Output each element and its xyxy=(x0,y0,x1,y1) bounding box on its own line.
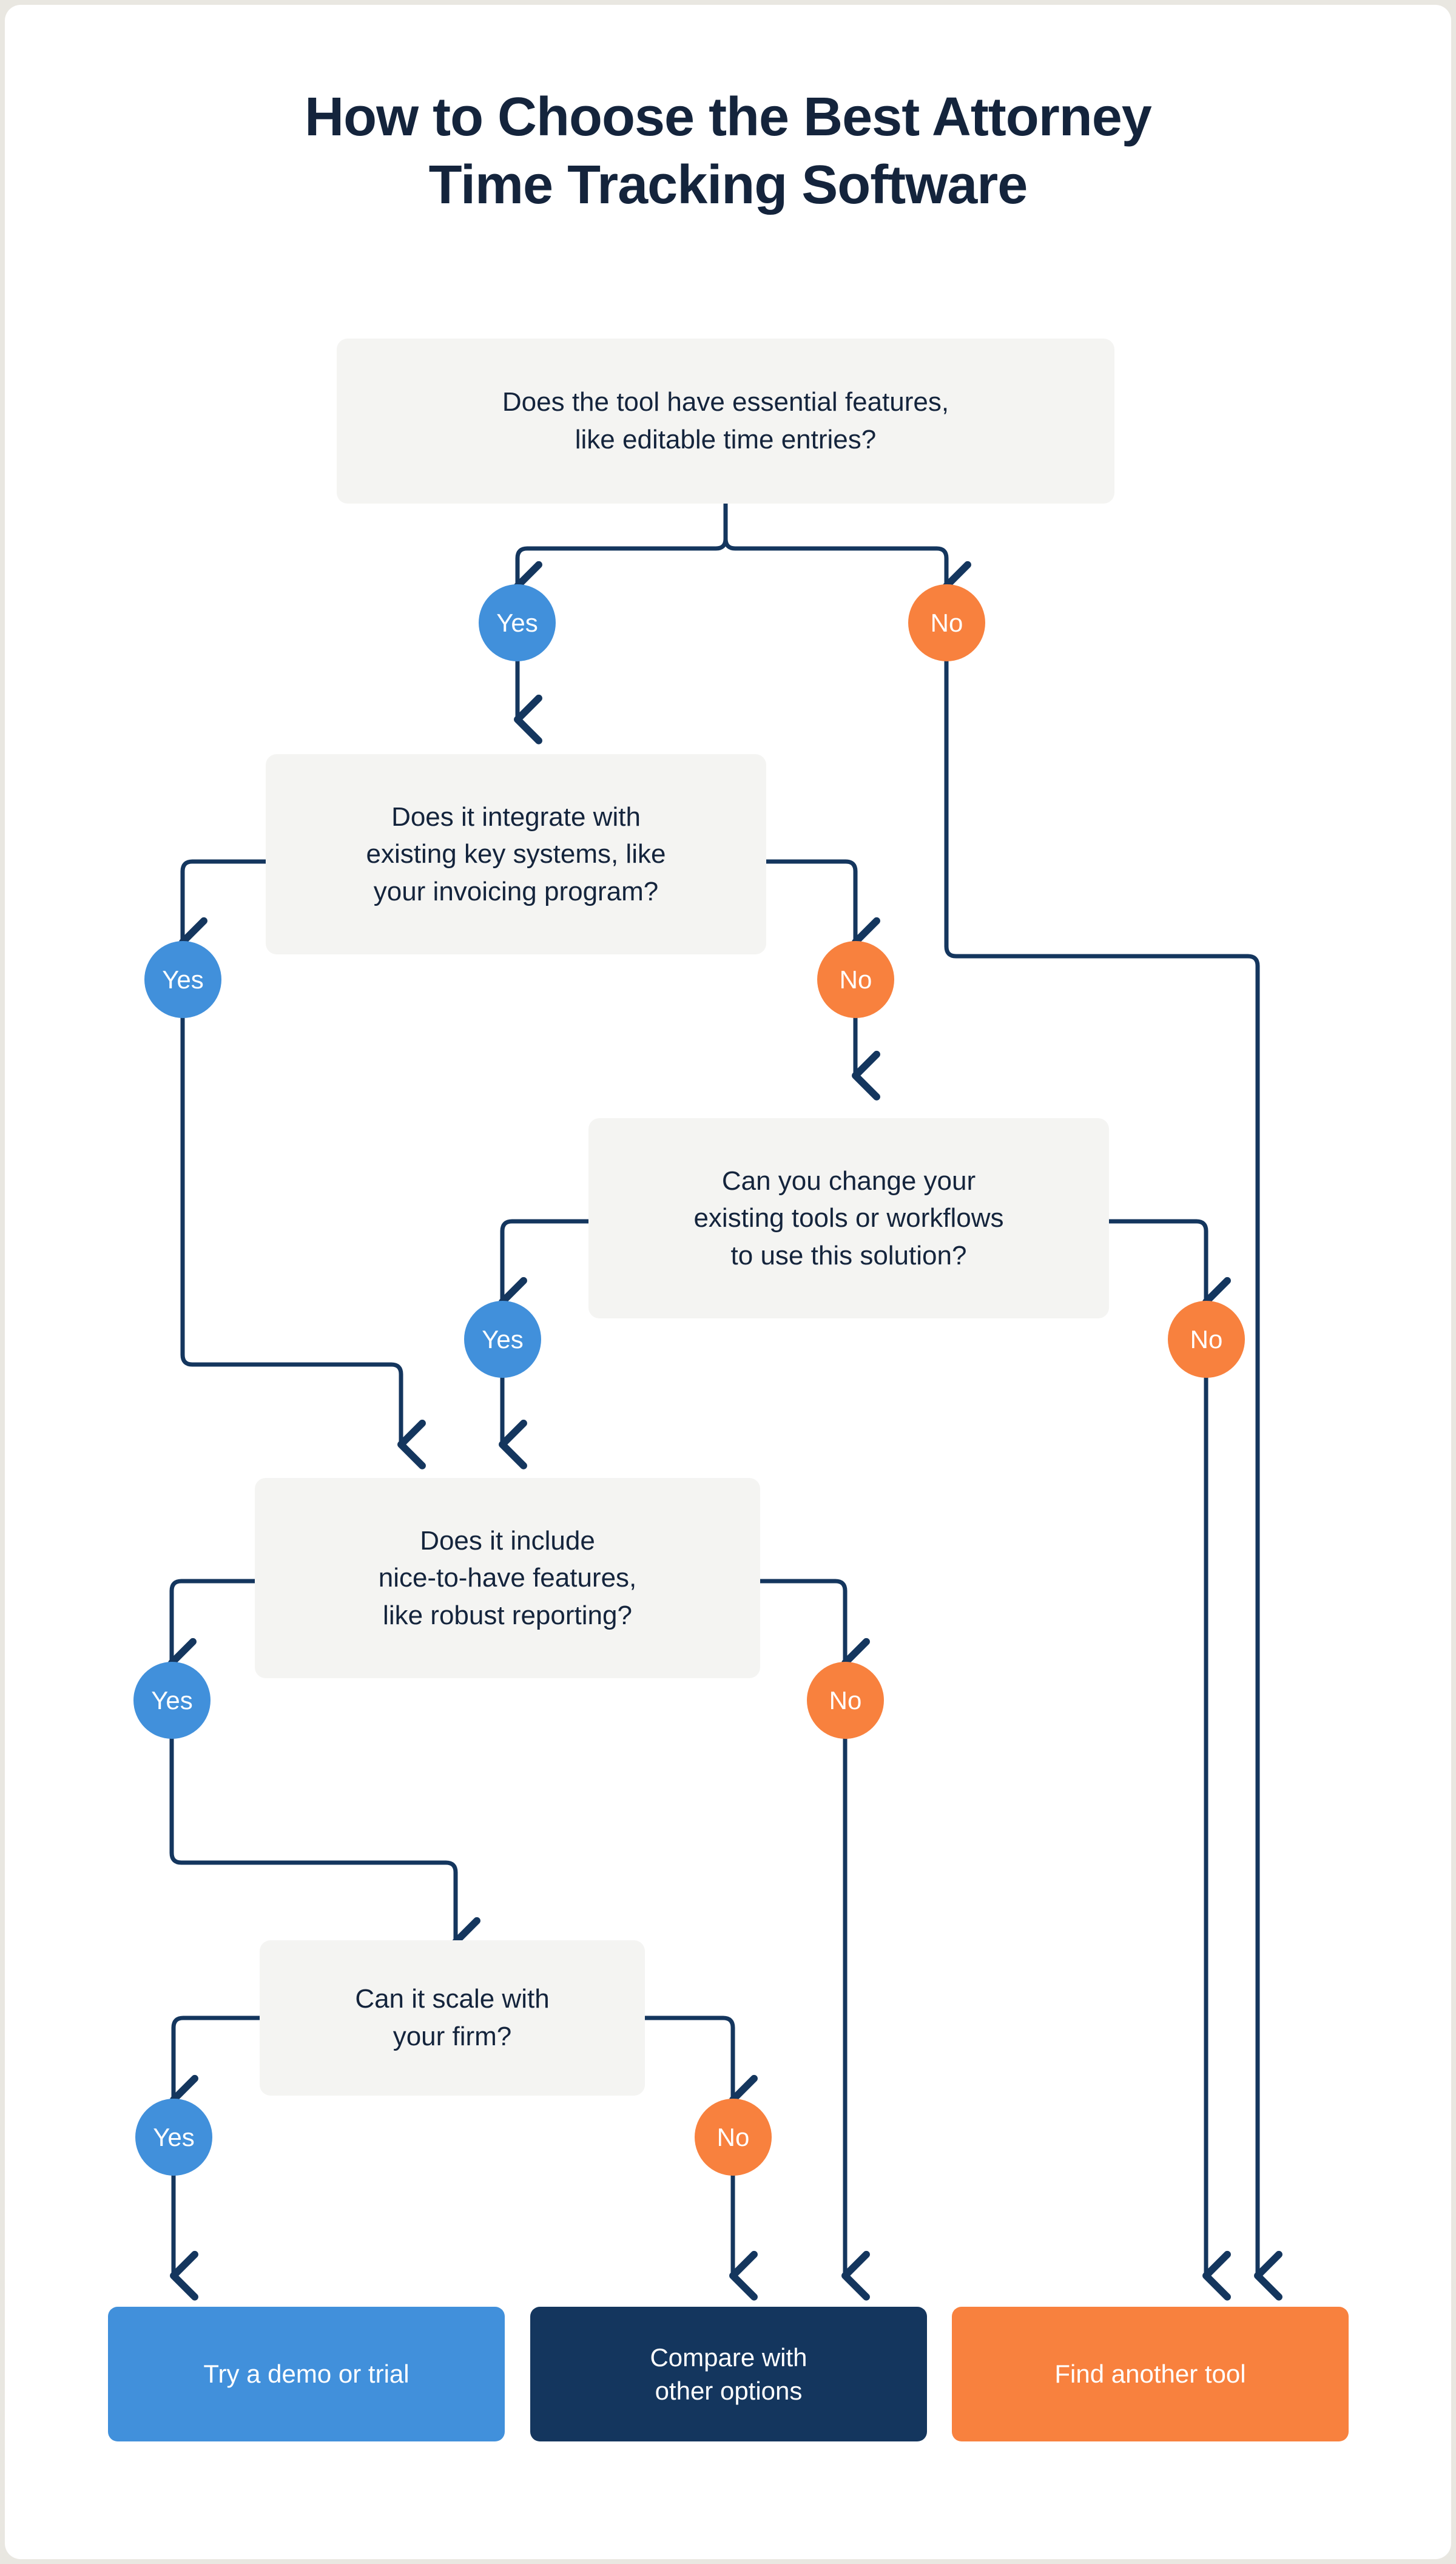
q4-line-1: Does it include xyxy=(420,1525,595,1556)
q2-line-1: Does it integrate with xyxy=(391,801,641,832)
answer-yes-q3[interactable]: Yes xyxy=(464,1301,541,1378)
wire-q2-to-no xyxy=(764,859,880,967)
q4-line-2: nice-to-have features, xyxy=(378,1563,637,1593)
q3-line-2: existing tools or workflows xyxy=(693,1203,1004,1233)
q4-line-3: like robust reporting? xyxy=(383,1600,632,1630)
page-title-line-2: Time Tracking Software xyxy=(428,154,1028,215)
q2-line-2: existing key systems, like xyxy=(366,839,666,869)
wire-q5-to-no xyxy=(642,2016,758,2125)
answer-no-q5[interactable]: No xyxy=(695,2099,772,2176)
wire-q3-to-no xyxy=(1107,1219,1231,1327)
q5-line-1: Can it scale with xyxy=(355,1984,550,2014)
answer-no-q2[interactable]: No xyxy=(817,941,894,1018)
wire-yes2-to-q4 xyxy=(180,1016,426,1469)
q1-line-2: like editable time entries? xyxy=(575,425,877,454)
decision-box-essential-features[interactable]: Does the tool have essential features, l… xyxy=(337,339,1114,504)
wire-q1-to-yes xyxy=(514,529,728,611)
outcome-try-demo-label: Try a demo or trial xyxy=(203,2360,410,2389)
outcome-compare-options[interactable]: Compare with other options xyxy=(530,2307,927,2441)
decision-box-scale[interactable]: Can it scale with your firm? xyxy=(260,1940,645,2096)
wire-q5-to-yes xyxy=(170,2016,262,2125)
answer-yes-q3-label: Yes xyxy=(482,1324,524,1354)
q5-line-2: your firm? xyxy=(393,2022,512,2051)
decision-box-integrations[interactable]: Does it integrate with existing key syst… xyxy=(266,754,766,954)
decision-box-nice-to-have[interactable]: Does it include nice-to-have features, l… xyxy=(255,1478,760,1678)
answer-yes-q2-label: Yes xyxy=(162,965,204,994)
q3-line-1: Can you change your xyxy=(721,1166,976,1196)
page-title-line-1: How to Choose the Best Attorney xyxy=(305,87,1152,147)
outcome-find-another-tool[interactable]: Find another tool xyxy=(952,2307,1349,2441)
answer-yes-q4[interactable]: Yes xyxy=(133,1662,211,1739)
wire-no1-to-find-another xyxy=(944,659,1282,2301)
answer-yes-q2[interactable]: Yes xyxy=(144,941,221,1018)
answer-yes-q5-label: Yes xyxy=(153,2122,195,2151)
q3-line-3: to use this solution? xyxy=(730,1240,967,1270)
outcome-find-another-label: Find another tool xyxy=(1054,2360,1246,2389)
answer-no-q5-label: No xyxy=(716,2122,750,2151)
wire-q4-to-no xyxy=(758,1579,870,1688)
wire-q4-to-yes xyxy=(168,1579,261,1688)
answer-no-q2-label: No xyxy=(839,965,872,994)
outcome-try-demo[interactable]: Try a demo or trial xyxy=(108,2307,505,2441)
wire-q3-to-yes xyxy=(499,1219,591,1327)
infographic-canvas: How to Choose the Best Attorney Time Tra… xyxy=(5,5,1451,2559)
outcome-compare-line-1: Compare with xyxy=(650,2343,807,2372)
answer-no-q3-label: No xyxy=(1190,1324,1223,1354)
q1-line-1: Does the tool have essential features, xyxy=(502,387,949,417)
answer-yes-q5[interactable]: Yes xyxy=(135,2099,212,2176)
answer-no-q1[interactable]: No xyxy=(908,584,985,661)
answer-no-q4-label: No xyxy=(829,1685,862,1715)
wire-q2-to-yes xyxy=(179,859,268,967)
page-title: How to Choose the Best Attorney Time Tra… xyxy=(114,84,1342,219)
q2-line-3: your invoicing program? xyxy=(373,876,659,906)
answer-no-q3[interactable]: No xyxy=(1168,1301,1245,1378)
answer-no-q4[interactable]: No xyxy=(807,1662,884,1739)
answer-yes-q1-label: Yes xyxy=(496,608,538,637)
decision-box-change-workflows[interactable]: Can you change your existing tools or wo… xyxy=(588,1118,1109,1318)
wire-q1-to-no xyxy=(723,529,971,611)
answer-no-q1-label: No xyxy=(930,608,963,637)
wire-yes4-to-q5 xyxy=(169,1736,480,1967)
answer-yes-q4-label: Yes xyxy=(151,1685,193,1715)
flowchart-stage: How to Choose the Best Attorney Time Tra… xyxy=(5,5,1451,2559)
outcome-compare-line-2: other options xyxy=(655,2377,803,2405)
answer-yes-q1[interactable]: Yes xyxy=(479,584,556,661)
